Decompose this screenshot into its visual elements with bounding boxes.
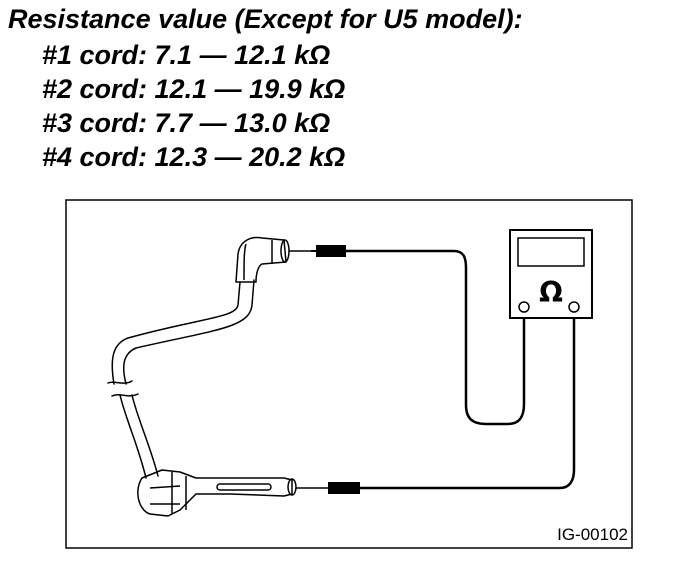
terminal-left	[518, 301, 530, 313]
spec-title: Resistance value (Except for U5 model):	[8, 4, 523, 34]
test-lead-lower	[328, 310, 576, 494]
probe-clip-upper	[316, 245, 346, 257]
spark-plug-cord	[107, 279, 255, 479]
spec-line-cord-4: #4 cord: 12.3 — 20.2 kΩ	[42, 142, 346, 172]
ohmmeter: Ω	[509, 229, 593, 319]
cord-cap-lower	[137, 469, 330, 517]
diagram-frame	[65, 199, 633, 549]
figure-id: IG-00102	[557, 525, 628, 544]
ohm-symbol: Ω	[539, 276, 563, 309]
spec-line-cord-2: #2 cord: 12.1 — 19.9 kΩ	[42, 74, 346, 104]
test-lead-upper	[311, 245, 526, 426]
spec-line-cord-1: #1 cord: 7.1 — 12.1 kΩ	[42, 40, 331, 70]
spec-line-cord-3: #3 cord: 7.7 — 13.0 kΩ	[42, 108, 331, 138]
terminal-right	[568, 301, 580, 313]
ohmmeter-display	[517, 237, 585, 267]
probe-clip-lower	[328, 482, 360, 494]
cord-cap-upper	[235, 236, 311, 283]
